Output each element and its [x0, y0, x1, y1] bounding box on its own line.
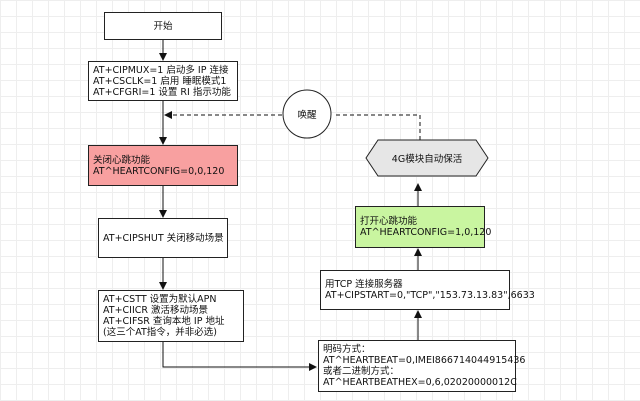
tcp-cmd: AT+CIPSTART=0,"TCP","153.73.13.83",6633 [325, 290, 535, 301]
heartbeat-line: AT^HEARTBEAT=0,IMEI866714044915436 [323, 355, 526, 366]
cstt-line: AT+CIFSR 查询本地 IP 地址 [103, 316, 225, 327]
wake-circle [282, 89, 332, 139]
start-label: 开始 [153, 20, 173, 32]
wake-label: 唤醒 [297, 110, 317, 121]
open-heartbeat-cmd: AT^HEARTCONFIG=1,0,120 [360, 227, 492, 238]
dashed-keepalive-to-wake [333, 114, 421, 140]
cipshut-label: AT+CIPSHUT 关闭移动场景 [103, 232, 224, 244]
close-heartbeat-node: 关闭心跳功能 AT^HEARTCONFIG=0,0,120 [88, 145, 238, 186]
keepalive-label: 4G模块自动保活 [391, 154, 463, 165]
tcp-title: 用TCP 连接服务器 [325, 279, 403, 290]
heartbeat-line: 或者二进制方式： [323, 366, 400, 377]
cstt-line: AT+CSTT 设置为默认APN [103, 294, 217, 305]
cstt-node: AT+CSTT 设置为默认APN AT+CIICR 激活移动场景 AT+CIFS… [98, 290, 244, 342]
open-heartbeat-title: 打开心跳功能 [360, 216, 418, 227]
cmd-init-node: AT+CIPMUX=1 启动多 IP 连接 AT+CSCLK=1 启用 睡眠模式… [88, 61, 238, 101]
start-node: 开始 [104, 12, 222, 40]
open-heartbeat-node: 打开心跳功能 AT^HEARTCONFIG=1,0,120 [355, 206, 492, 248]
close-heartbeat-cmd: AT^HEARTCONFIG=0,0,120 [93, 165, 225, 177]
arrow-cstt-to-heartbeat [162, 342, 317, 371]
cmd-init-line: AT+CSCLK=1 启用 睡眠模式1 [93, 75, 227, 87]
keepalive-hexagon [365, 139, 489, 177]
tcp-connect-node: 用TCP 连接服务器 AT+CIPSTART=0,"TCP","153.73.1… [320, 270, 535, 310]
cmd-init-line: AT+CFGRI=1 设置 RI 指示功能 [93, 86, 231, 98]
close-heartbeat-title: 关闭心跳功能 [93, 154, 151, 166]
cstt-line: (这三个AT指令，并非必选) [103, 327, 217, 338]
cstt-line: AT+CIICR 激活移动场景 [103, 305, 209, 316]
heartbeat-line: 明码方式： [323, 344, 371, 355]
cmd-init-line: AT+CIPMUX=1 启动多 IP 连接 [93, 64, 229, 76]
heartbeat-set-node: 明码方式： AT^HEARTBEAT=0,IMEI866714044915436… [318, 340, 526, 392]
heartbeat-line: AT^HEARTBEATHEX=0,6,02020000012C [323, 377, 517, 388]
cipshut-node: AT+CIPSHUT 关闭移动场景 [98, 218, 228, 258]
